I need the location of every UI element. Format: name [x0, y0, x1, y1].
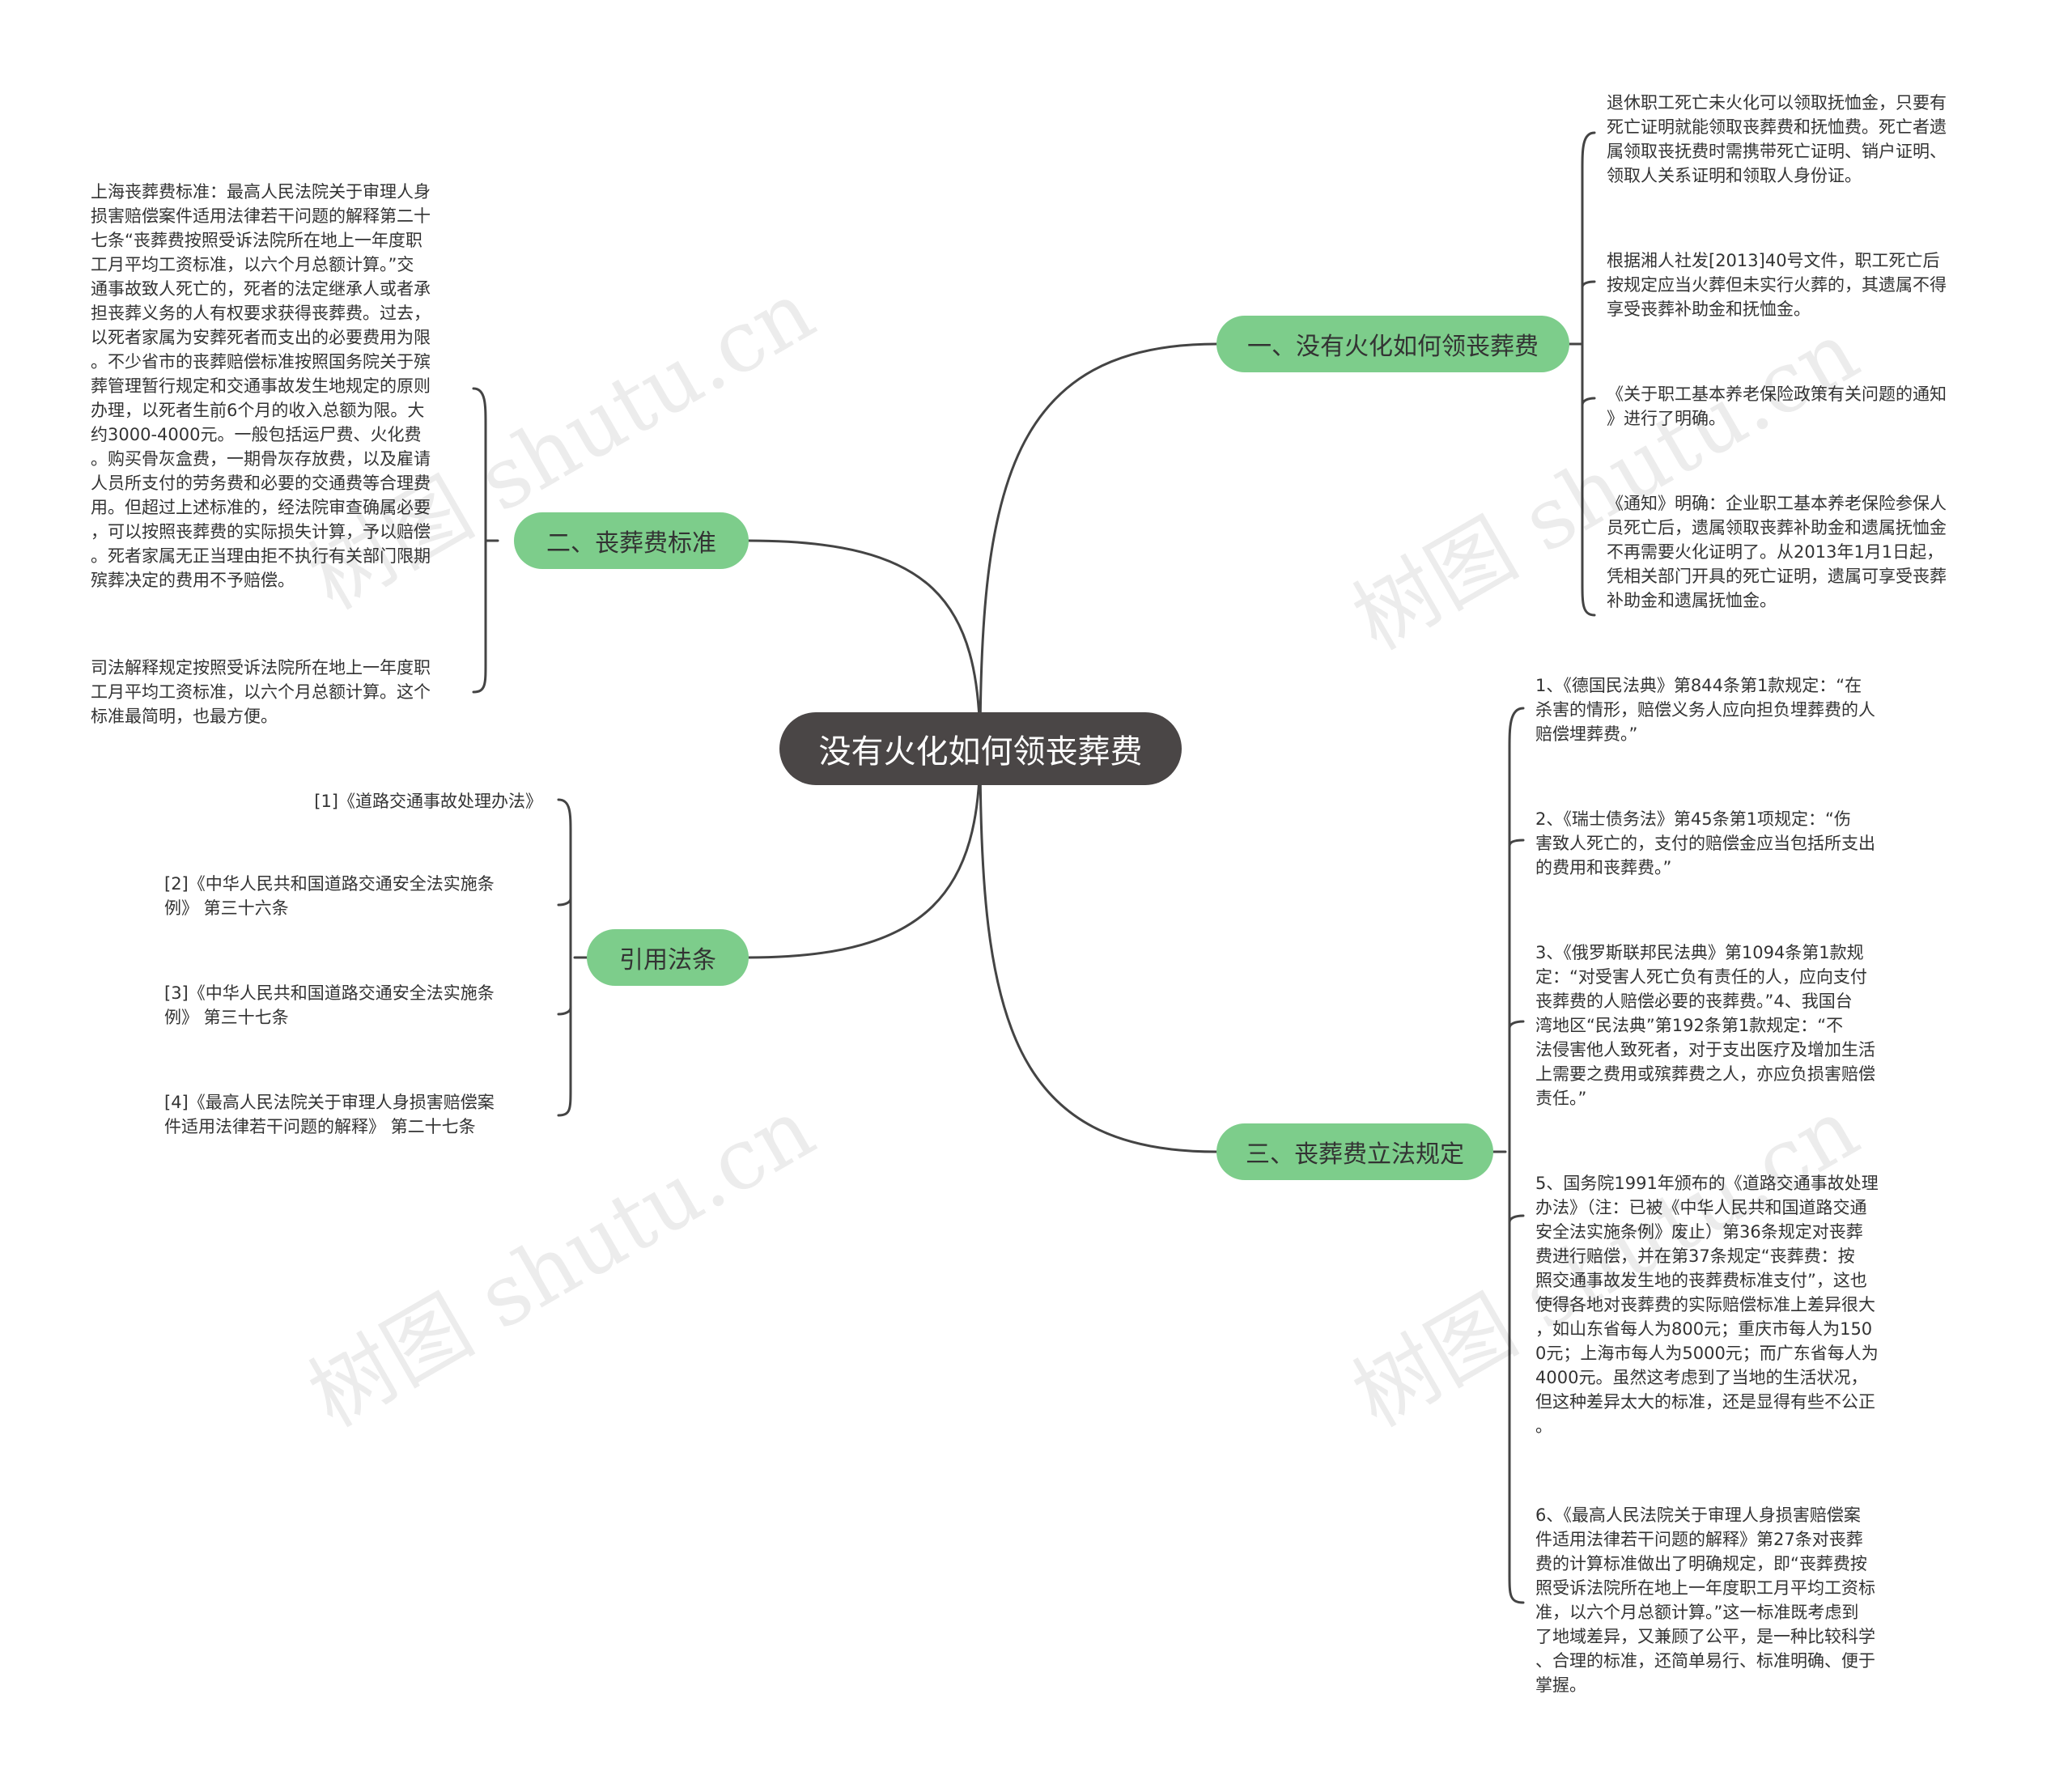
connector-b4-bracket — [1508, 707, 1525, 1604]
leaf-b1-2: 根据湘人社发[2013]40号文件，职工死亡后 按规定应当火葬但未实行火葬的，其… — [1607, 251, 1947, 319]
leaf-b4-4: 5、国务院1991年颁布的《道路交通事故处理 办法》（注：已被《中华人民共和国道… — [1535, 1174, 1879, 1436]
connector-b3-bracket — [557, 798, 572, 1117]
leaf-b1-3: 《关于职工基本养老保险政策有关问题的通知 》进行了明确。 — [1607, 384, 1947, 428]
leaf-b3-2: [2]《中华人民共和国道路交通安全法实施条 例》 第三十六条 — [164, 874, 495, 918]
connector-root-b1 — [979, 342, 1218, 750]
branch-funeral-standard[interactable]: 二、丧葬费标准 — [514, 512, 749, 569]
leaf-b2-2: 司法解释规定按照受诉法院所在地上一年度职 工月平均工资标准，以六个月总额计算。这… — [91, 658, 431, 726]
leaf-b4-5: 6、《最高人民法院关于审理人身损害赔偿案 件适用法律若干问题的解释》第27条对丧… — [1535, 1505, 1875, 1695]
connector-root-b3 — [747, 747, 982, 959]
leaf-b4-2: 2、《瑞士债务法》第45条第1项规定：“伤 害致人死亡的，支付的赔偿金应当包括所… — [1535, 809, 1875, 877]
leaf-b3-1: [1]《道路交通事故处理办法》 — [314, 792, 542, 811]
leaf-b3-3: [3]《中华人民共和国道路交通安全法实施条 例》 第三十七条 — [164, 983, 495, 1027]
leaf-b2-1: 上海丧葬费标准：最高人民法院关于审理人身 损害赔偿案件适用法律若干问题的解释第二… — [91, 182, 431, 590]
leaf-b4-3: 3、《俄罗斯联邦民法典》第1094条第1款规 定：“对受害人死亡负有责任的人，应… — [1535, 943, 1875, 1108]
root-topic[interactable]: 没有火化如何领丧葬费 — [779, 712, 1182, 785]
branch-legislation[interactable]: 三、丧葬费立法规定 — [1216, 1123, 1493, 1180]
branch-cited-laws[interactable]: 引用法条 — [587, 929, 749, 986]
leaf-b1-4: 《通知》明确：企业职工基本养老保险参保人 员死亡后，遗属领取丧葬补助金和遗属抚恤… — [1607, 494, 1947, 610]
branch-no-cremation[interactable]: 一、没有火化如何领丧葬费 — [1216, 316, 1569, 372]
connector-b2-bracket — [472, 387, 487, 694]
connector-root-b2 — [747, 539, 982, 750]
leaf-b3-4: [4]《最高人民法院关于审理人身损害赔偿案 件适用法律若干问题的解释》 第二十七… — [164, 1093, 495, 1136]
leaf-b4-1: 1、《德国民法典》第844条第1款规定：“在 杀害的情形，赔偿义务人应向担负埋葬… — [1535, 676, 1875, 744]
connector-b1-bracket — [1581, 131, 1596, 617]
leaf-b1-1: 退休职工死亡未火化可以领取抚恤金，只要有 死亡证明就能领取丧葬费和抚恤费。死亡者… — [1607, 93, 1947, 185]
connector-root-b4 — [979, 747, 1218, 1153]
